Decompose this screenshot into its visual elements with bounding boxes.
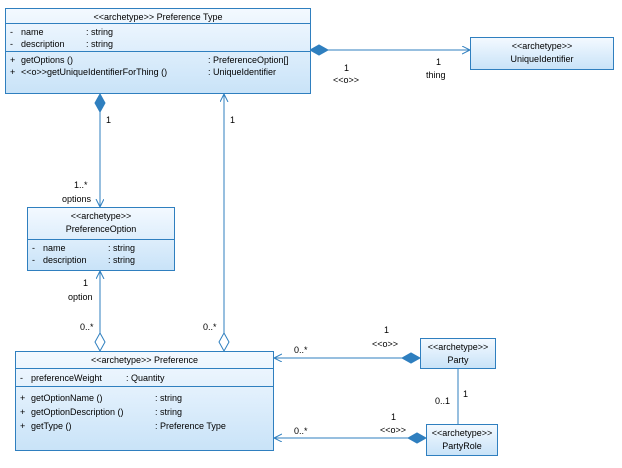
visibility: +: [10, 67, 16, 77]
class-stereotype: <<archetype>>: [431, 428, 493, 438]
operation-row: + getOptions () : PreferenceOption[]: [9, 54, 307, 66]
operation-return-type: : Preference Type: [155, 421, 226, 431]
multiplicity-label: 1: [384, 325, 390, 335]
visibility: +: [10, 55, 16, 65]
class-title: PreferenceOption: [65, 224, 137, 234]
multiplicity-label: 0..*: [294, 345, 308, 355]
class-preference-type[interactable]: <<archetype>> Preference Type - name : s…: [5, 8, 311, 94]
class-header: <<archetype>> PreferenceOption: [28, 208, 174, 240]
class-party[interactable]: <<archetype>> Party: [420, 338, 496, 369]
operation-return-type: : string: [155, 407, 183, 417]
operation-name: getOptions (): [21, 55, 74, 65]
attributes-section: - name : string - description : string: [28, 240, 174, 267]
class-stereotype: <<archetype>>: [70, 211, 132, 221]
operation-row: + <<o>>getUniqueIdentifierForThing () : …: [9, 66, 307, 78]
multiplicity-label: 1: [463, 389, 469, 399]
operation-return-type: : PreferenceOption[]: [208, 55, 289, 65]
stereotype-label: <<o>>: [380, 425, 407, 435]
class-party-role[interactable]: <<archetype>> PartyRole: [426, 424, 498, 456]
multiplicity-label: 1: [230, 115, 236, 125]
aggregation-diamond-pref-preftype: [218, 331, 230, 353]
operation-row: + getType () : Preference Type: [19, 419, 270, 433]
visibility: -: [10, 27, 13, 37]
multiplicity-label: 1: [391, 412, 397, 422]
class-title: PartyRole: [442, 441, 482, 451]
visibility: -: [32, 243, 35, 253]
attribute-row: - name : string: [9, 26, 307, 38]
attribute-name: name: [21, 27, 44, 37]
stereotype-label: <<o>>: [372, 339, 399, 349]
attribute-type: : string: [108, 255, 136, 265]
visibility: -: [10, 39, 13, 49]
operations-section: + getOptions () : PreferenceOption[] + <…: [6, 52, 310, 79]
multiplicity-label: 1: [436, 57, 442, 67]
attribute-row: - description : string: [9, 38, 307, 50]
operation-return-type: : string: [155, 393, 183, 403]
operation-name: getOptionName (): [31, 393, 103, 403]
class-preference-option[interactable]: <<archetype>> PreferenceOption - name : …: [27, 207, 175, 271]
operation-name: getOptionDescription (): [31, 407, 124, 417]
aggregation-diamond-pref-prefoption: [94, 331, 106, 353]
multiplicity-label: 0..*: [203, 322, 217, 332]
composition-diamond-preftype-uniqueid: [308, 44, 330, 56]
operation-name: <<o>>getUniqueIdentifierForThing (): [21, 67, 168, 77]
attribute-row: - name : string: [31, 242, 171, 254]
attribute-type: : string: [108, 243, 136, 253]
multiplicity-label: 0..*: [80, 322, 94, 332]
stereotype-label: <<o>>: [333, 75, 360, 85]
class-unique-identifier[interactable]: <<archetype>> UniqueIdentifier: [470, 37, 614, 70]
role-label: thing: [426, 70, 446, 80]
composition-diamond-preftype-prefoption: [94, 92, 106, 114]
multiplicity-label: 0..1: [435, 396, 451, 406]
attributes-section: - name : string - description : string: [6, 24, 310, 52]
attribute-type: : Quantity: [126, 373, 165, 383]
class-title: <<archetype>> Preference: [16, 352, 273, 369]
operation-row: + getOptionDescription () : string: [19, 405, 270, 419]
class-title: Party: [447, 355, 469, 365]
operation-row: + getOptionName () : string: [19, 391, 270, 405]
class-title: <<archetype>> Preference Type: [6, 9, 310, 24]
multiplicity-label: 0..*: [294, 426, 308, 436]
multiplicity-label: 1: [83, 278, 89, 288]
attribute-name: preferenceWeight: [31, 373, 102, 383]
operation-return-type: : UniqueIdentifier: [208, 67, 277, 77]
attribute-name: description: [43, 255, 87, 265]
role-label: options: [62, 194, 92, 204]
visibility: +: [20, 393, 26, 403]
attribute-name: name: [43, 243, 66, 253]
role-label: option: [68, 292, 93, 302]
visibility: -: [20, 373, 23, 383]
operation-name: getType (): [31, 421, 72, 431]
class-stereotype: <<archetype>>: [511, 41, 573, 51]
multiplicity-label: 1: [344, 63, 350, 73]
attribute-type: : string: [86, 39, 114, 49]
attribute-name: description: [21, 39, 65, 49]
operations-section: + getOptionName () : string + getOptionD…: [16, 387, 273, 434]
multiplicity-label: 1..*: [74, 180, 88, 190]
attribute-row: - description : string: [31, 254, 171, 266]
class-preference[interactable]: <<archetype>> Preference - preferenceWei…: [15, 351, 274, 451]
visibility: +: [20, 407, 26, 417]
class-stereotype: <<archetype>>: [427, 342, 489, 352]
composition-diamond-partyrole-pref: [406, 432, 428, 444]
visibility: -: [32, 255, 35, 265]
class-title: UniqueIdentifier: [510, 54, 574, 64]
attributes-section: - preferenceWeight : Quantity: [16, 369, 273, 387]
attribute-row: - preferenceWeight : Quantity: [19, 372, 270, 384]
multiplicity-label: 1: [106, 115, 112, 125]
composition-diamond-party-pref: [400, 352, 422, 364]
visibility: +: [20, 421, 26, 431]
attribute-type: : string: [86, 27, 114, 37]
